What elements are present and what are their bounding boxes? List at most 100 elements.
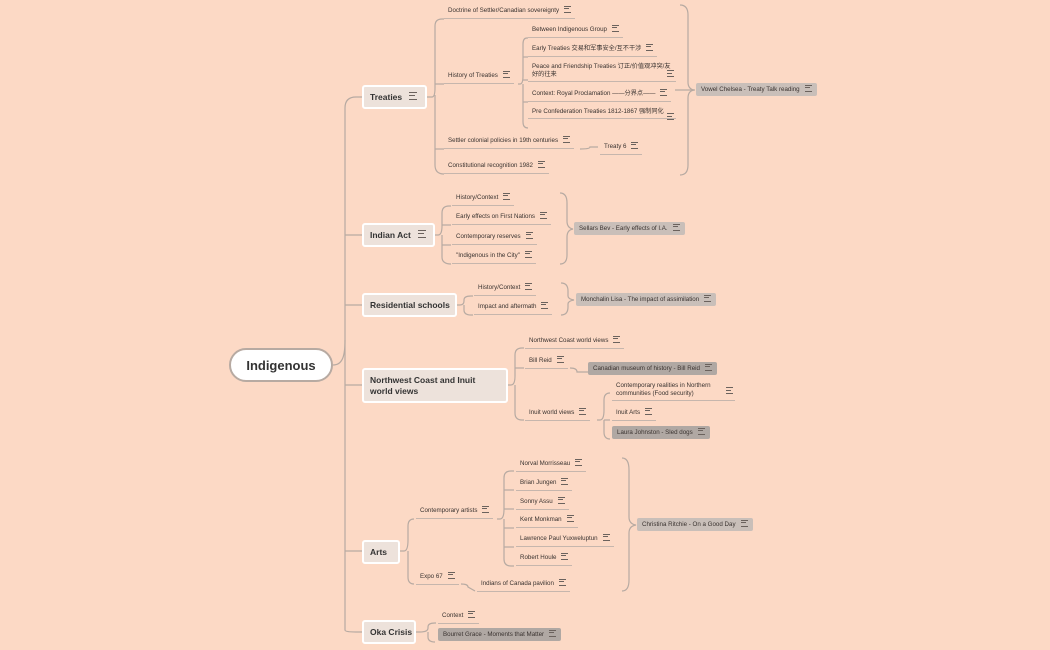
subtopic-label: Peace and Friendship Treaties 订正/价值观冲突/友… [532,63,671,78]
topic-label: Indian Act [370,230,411,240]
subtopic-inuit-arts[interactable]: Inuit Arts [612,407,657,421]
subtopic-royal-proclamation[interactable]: Context: Royal Proclamation ——分界点—— [528,88,672,102]
notes-icon [575,458,583,466]
notes-icon [726,387,733,394]
subtopic-doctrine[interactable]: Doctrine of Settler/Canadian sovereignty [444,5,576,19]
summary-label: Monchalin Lisa - The impact of assimilat… [581,296,700,303]
topic-residential-schools[interactable]: Residential schools [362,293,457,317]
subtopic-label: Doctrine of Settler/Canadian sovereignty [448,7,560,14]
topic-indian-act[interactable]: Indian Act [362,223,435,247]
subtopic-label: Context [442,612,464,619]
summary-label: Christina Ritchie - On a Good Day [642,521,736,528]
subtopic-label: Expo 67 [420,573,443,580]
subtopic-rs-impact[interactable]: Impact and aftermath [474,301,553,315]
subtopic-early-treaties[interactable]: Early Treaties 交易和军事安全/互不干涉 [528,43,658,57]
subtopic-label: Inuit world views [529,409,575,416]
notes-icon [660,88,668,96]
subtopic-ia-city[interactable]: "Indigenous in the City" [452,250,536,264]
summary-monchalin[interactable]: Monchalin Lisa - The impact of assimilat… [576,293,717,306]
artist-norval-morrisseau[interactable]: Norval Morrisseau [516,458,587,472]
topic-arts[interactable]: Arts [362,540,400,564]
artist-kent-monkman[interactable]: Kent Monkman [516,514,578,528]
notes-icon [613,335,621,343]
subtopic-rs-history[interactable]: History/Context [474,282,537,296]
subtopic-label: Early effects on First Nations [456,213,535,220]
subtopic-label: Sonny Assu [520,498,553,505]
subtopic-label: Northwest Coast world views [529,337,609,344]
subtopic-label: Between Indigenous Group [532,26,607,33]
root-topic[interactable]: Indigenous [229,348,333,382]
summary-label: Sellars Bev - Early effects of I.A. [579,225,668,232]
subtopic-contemporary-artists[interactable]: Contemporary artists [416,505,494,519]
artist-brian-jungen[interactable]: Brian Jungen [516,477,573,491]
subtopic-bill-reid[interactable]: Bill Reid [525,355,568,369]
notes-icon [525,282,533,290]
subtopic-oka-context[interactable]: Context [438,610,480,624]
notes-icon [740,519,748,527]
notes-icon [468,610,476,618]
subtopic-treaty-6[interactable]: Treaty 6 [600,141,643,155]
subtopic-peace-friendship[interactable]: Peace and Friendship Treaties 订正/价值观冲突/友… [528,63,676,82]
notes-icon [447,571,455,579]
notes-icon [524,250,532,258]
summary-christina-ritchie[interactable]: Christina Ritchie - On a Good Day [637,518,753,531]
subtopic-ia-reserves[interactable]: Contemporary reserves [452,231,537,245]
notes-icon [549,629,557,637]
summary-label: Laura Johnston - Sled dogs [617,429,693,436]
artist-sonny-assu[interactable]: Sonny Assu [516,496,569,510]
subtopic-label: Robert Houle [520,554,557,561]
topic-label: Arts [370,547,388,557]
notes-icon [561,477,569,485]
notes-icon [503,192,511,200]
subtopic-constitutional[interactable]: Constitutional recognition 1982 [444,160,549,174]
subtopic-expo-67[interactable]: Expo 67 [416,571,459,585]
notes-icon [417,230,426,238]
topic-northwest-coast[interactable]: Northwest Coast and Inuit world views [362,368,508,403]
subtopic-label: History/Context [478,284,521,291]
summary-label: Canadian museum of history - Bill Reid [593,365,700,372]
notes-icon [704,294,712,302]
subtopic-nwc-world-views[interactable]: Northwest Coast world views [525,335,625,349]
summary-treaty-talk[interactable]: Vowel Chelsea - Treaty Talk reading [696,83,817,96]
topic-label: Residential schools [370,300,450,310]
subtopic-ia-history[interactable]: History/Context [452,192,515,206]
summary-laura-johnston[interactable]: Laura Johnston - Sled dogs [612,426,710,439]
subtopic-label: Inuit Arts [616,409,641,416]
subtopic-label: Kent Monkman [520,516,562,523]
notes-icon [556,355,564,363]
subtopic-indians-pavilion[interactable]: Indians of Canada pavilion [477,578,570,592]
subtopic-label: Indians of Canada pavilion [481,580,554,587]
subtopic-label: Impact and aftermath [478,303,537,310]
notes-icon [612,24,619,32]
notes-icon [409,92,418,100]
artist-robert-houle[interactable]: Robert Houle [516,552,573,566]
notes-icon [564,5,572,13]
subtopic-pre-confederation[interactable]: Pre Confederation Treaties 1812-1867 强制同… [528,108,676,120]
notes-icon [602,533,610,541]
summary-sellars[interactable]: Sellars Bev - Early effects of I.A. [574,222,685,235]
notes-icon [525,231,533,239]
subtopic-history-of-treaties[interactable]: History of Treaties [444,70,514,84]
topic-label: Northwest Coast and Inuit world views [370,374,476,396]
notes-icon [541,301,549,309]
subtopic-label: Contemporary reserves [456,233,521,240]
subtopic-ia-early-effects[interactable]: Early effects on First Nations [452,211,551,225]
notes-icon [557,496,565,504]
summary-bourret-grace[interactable]: Bourret Grace - Moments that Matter [438,628,562,641]
subtopic-northern-realities[interactable]: Contemporary realities in Northern commu… [612,382,735,401]
notes-icon [672,223,680,231]
notes-icon [645,407,653,415]
notes-icon [667,70,674,77]
notes-icon [631,141,639,149]
summary-museum-bill-reid[interactable]: Canadian museum of history - Bill Reid [588,362,717,375]
topic-treaties[interactable]: Treaties [362,85,427,109]
subtopic-label: Contemporary artists [420,507,478,514]
subtopic-settler-policies[interactable]: Settler colonial policies in 19th centur… [444,135,575,149]
subtopic-inuit-world-views[interactable]: Inuit world views [525,407,591,421]
subtopic-label: History of Treaties [448,72,498,79]
artist-lawrence-paul[interactable]: Lawrence Paul Yuxweluptun [516,533,614,547]
topic-label: Treaties [370,92,403,102]
subtopic-between[interactable]: Between Indigenous Group [528,24,623,38]
topic-oka-crisis[interactable]: Oka Crisis [362,620,416,644]
